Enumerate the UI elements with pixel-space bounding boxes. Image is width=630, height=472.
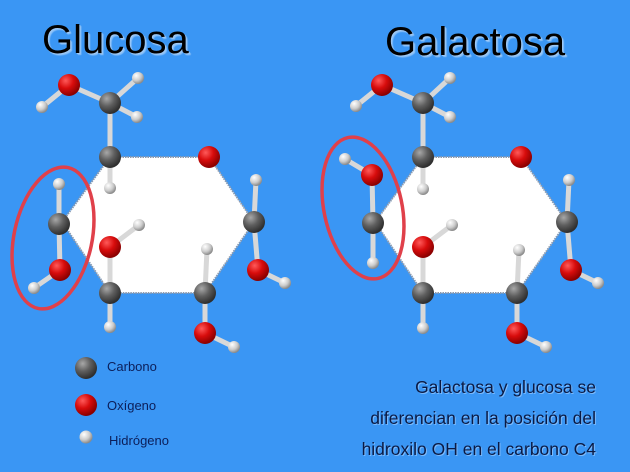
caption: Galactosa y glucosa se diferencian en la… [296, 372, 596, 465]
glucose-ring [60, 156, 256, 294]
caption-line-3: hidroxilo OH en el carbono C4 [361, 439, 596, 459]
caption-line-2: diferencian en la posición del [370, 408, 596, 428]
glucosa-title: Glucosa [42, 18, 189, 62]
glucose-c4-highlight [10, 165, 96, 311]
galactose-molecule [320, 72, 604, 353]
carbon-legend-icon [75, 357, 97, 379]
glucose-molecule [10, 72, 291, 353]
galactosa-title: Galactosa [385, 20, 566, 64]
legend-carbon-label: Carbono [107, 359, 157, 374]
oxygen-legend-icon [75, 394, 97, 416]
caption-line-1: Galactosa y glucosa se [415, 377, 596, 397]
hydrogen-legend-icon [79, 430, 93, 444]
galactose-c4-highlight [320, 135, 406, 281]
legend-oxygen-label: Oxígeno [107, 398, 157, 413]
legend-hydrogen-label: Hidrógeno [109, 433, 169, 448]
